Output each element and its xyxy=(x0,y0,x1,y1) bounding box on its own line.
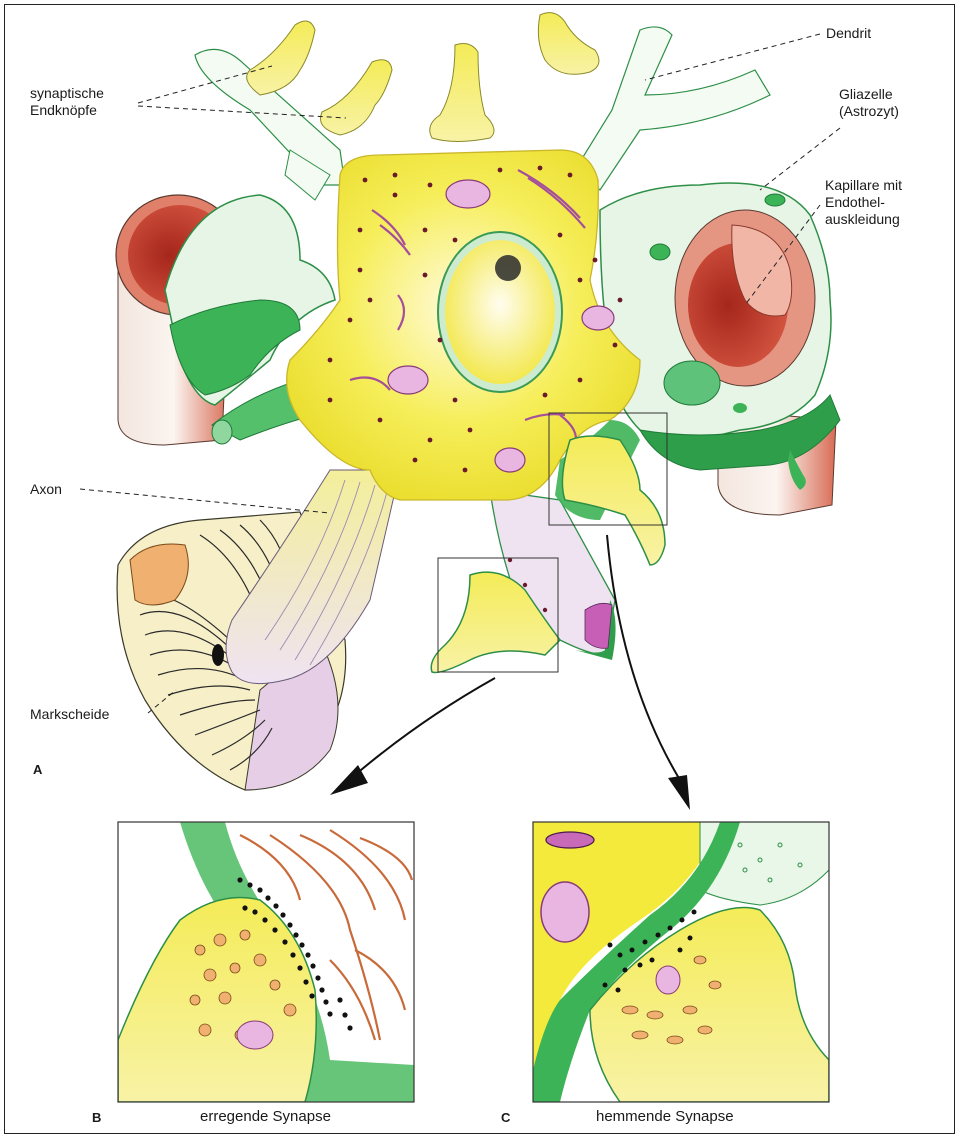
caption-erregende-synapse: erregende Synapse xyxy=(200,1108,331,1125)
panel-letter-a: A xyxy=(33,762,42,777)
label-kapillare: Kapillare mit Endothel- auskleidung xyxy=(825,177,902,228)
label-gliazelle-line1: Gliazelle xyxy=(839,86,893,102)
label-dendrit: Dendrit xyxy=(826,25,871,42)
panel-letter-b: B xyxy=(92,1110,101,1125)
label-kapillare-line1: Kapillare mit xyxy=(825,177,902,193)
label-axon: Axon xyxy=(30,481,62,498)
label-gliazelle: Gliazelle (Astrozyt) xyxy=(839,86,899,120)
caption-hemmende-synapse: hemmende Synapse xyxy=(596,1108,734,1125)
label-synaptische-endknoepfe: synaptische Endknöpfe xyxy=(30,85,104,119)
label-kapillare-line3: auskleidung xyxy=(825,211,900,227)
label-synaptische-line2: Endknöpfe xyxy=(30,102,97,118)
panel-c xyxy=(533,822,829,1102)
label-synaptische-line1: synaptische xyxy=(30,85,104,101)
nucleus xyxy=(438,232,562,392)
label-kapillare-line2: Endothel- xyxy=(825,194,885,210)
label-markscheide: Markscheide xyxy=(30,706,109,723)
panel-b xyxy=(118,822,414,1102)
label-gliazelle-line2: (Astrozyt) xyxy=(839,103,899,119)
arrowheads xyxy=(330,765,690,810)
panel-letter-c: C xyxy=(501,1110,510,1125)
